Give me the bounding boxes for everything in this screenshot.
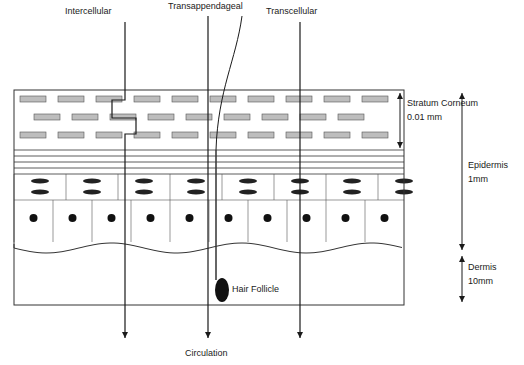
cell-wall <box>287 200 288 242</box>
corneocyte <box>20 96 46 102</box>
corneocyte <box>58 96 84 102</box>
transappendageal-route <box>207 16 208 338</box>
dimension-label: 10mm <box>468 276 493 287</box>
nucleus <box>239 179 257 184</box>
corneocyte <box>172 96 198 102</box>
nucleus <box>135 179 153 184</box>
corneocyte <box>20 132 46 138</box>
follicle-shaft <box>215 150 217 280</box>
cell-wall <box>53 200 54 242</box>
nucleus <box>135 190 153 195</box>
nucleus <box>264 214 272 222</box>
cell-wall <box>248 200 249 242</box>
nucleus <box>31 190 49 195</box>
corneocyte <box>224 114 250 120</box>
corneocyte <box>96 96 122 102</box>
intercellular-route <box>112 22 136 338</box>
cell-wall <box>131 200 132 242</box>
dimension-arrow <box>400 93 401 148</box>
nucleus <box>187 190 205 195</box>
nucleus <box>239 190 257 195</box>
corneocyte <box>34 114 60 120</box>
nucleus <box>186 214 194 222</box>
layer-line <box>14 156 404 157</box>
corneocyte <box>72 114 98 120</box>
corneocyte <box>148 114 174 120</box>
corneocyte <box>324 96 350 102</box>
hair-follicle <box>215 278 229 302</box>
nucleus <box>108 214 116 222</box>
corneocyte <box>324 132 350 138</box>
layer-line <box>14 150 404 151</box>
nucleus <box>147 214 155 222</box>
layer-line <box>14 162 404 163</box>
corneocyte <box>110 114 136 120</box>
route-label: Intercellular <box>65 6 112 17</box>
cell-wall <box>378 174 379 200</box>
cell-wall <box>365 200 366 242</box>
nucleus <box>343 179 361 184</box>
corneocyte <box>362 96 388 102</box>
corneocyte <box>300 114 326 120</box>
cell-wall <box>92 200 93 242</box>
part-label: Hair Follicle <box>232 284 279 295</box>
dimension-label: 0.01 mm <box>407 112 442 123</box>
nucleus <box>381 214 389 222</box>
nucleus <box>187 179 205 184</box>
dimension-arrow <box>462 93 463 250</box>
layer-label: Dermis <box>468 262 497 273</box>
nucleus <box>30 214 38 222</box>
corneocyte <box>210 132 236 138</box>
cell-wall <box>326 174 327 200</box>
nucleus <box>83 190 101 195</box>
cell-wall <box>209 200 210 242</box>
nucleus <box>83 179 101 184</box>
corneocyte <box>248 96 274 102</box>
corneocyte <box>96 132 122 138</box>
corneocyte <box>248 132 274 138</box>
dimension-label: 1mm <box>468 174 488 185</box>
layer-line <box>14 168 404 169</box>
cell-wall <box>274 174 275 200</box>
layer-line <box>14 174 404 175</box>
nucleus <box>31 179 49 184</box>
nucleus <box>303 214 311 222</box>
cell-wall <box>170 174 171 200</box>
corneocyte <box>262 114 288 120</box>
route-label: Transcellular <box>266 6 317 17</box>
skin-outline <box>14 90 404 305</box>
route-label: Transappendageal <box>168 1 243 12</box>
cell-wall <box>326 200 327 242</box>
corneocyte <box>134 96 160 102</box>
corneocyte <box>134 132 160 138</box>
corneocyte <box>286 96 312 102</box>
skin-layers <box>14 96 413 253</box>
dimension-arrow <box>462 256 463 302</box>
corneocyte <box>58 132 84 138</box>
cell-wall <box>222 174 223 200</box>
corneocyte <box>362 132 388 138</box>
corneocyte <box>286 132 312 138</box>
corneocyte <box>338 114 364 120</box>
cell-wall <box>170 200 171 242</box>
nucleus <box>69 214 77 222</box>
transcellular-route <box>299 22 300 338</box>
route-label: Circulation <box>185 348 228 359</box>
leader-line <box>216 16 242 150</box>
layer-label: Epidermis <box>468 160 508 171</box>
cell-wall <box>66 174 67 200</box>
nucleus <box>343 190 361 195</box>
nucleus <box>342 214 350 222</box>
layer-label: Stratum Corneum <box>407 98 478 109</box>
cell-wall <box>118 174 119 200</box>
nucleus <box>225 214 233 222</box>
corneocyte <box>172 132 198 138</box>
